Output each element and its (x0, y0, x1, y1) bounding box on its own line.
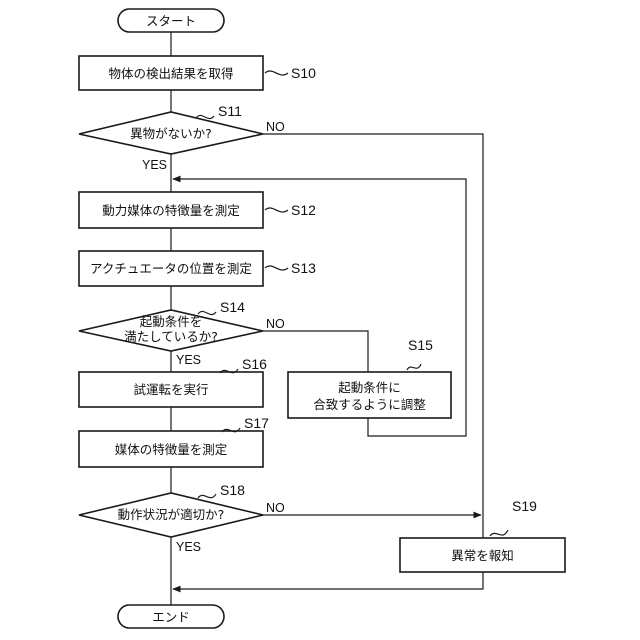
step-id-s10: S10 (291, 65, 316, 81)
connector-s14-no-s15 (263, 331, 368, 372)
leader-s19 (490, 530, 508, 536)
decision-s18: 動作状況が適切か? (79, 493, 263, 537)
step-id-s18: S18 (220, 482, 245, 498)
process-s13: アクチュエータの位置を測定 (79, 251, 263, 286)
leader-s13 (265, 266, 288, 270)
leader-s18 (198, 494, 216, 498)
decision-s14-label-line2: 満たしているか? (124, 329, 218, 344)
connector-s11-no-s19 (263, 134, 483, 538)
process-s16: 試運転を実行 (79, 372, 263, 407)
process-s12: 動力媒体の特徴量を測定 (79, 192, 263, 228)
step-id-s15: S15 (408, 337, 433, 353)
process-s15-label-line2: 合致するように調整 (313, 397, 426, 412)
process-s17-label: 媒体の特徴量を測定 (115, 442, 228, 457)
process-s19-label: 異常を報知 (451, 548, 514, 563)
step-id-s13: S13 (291, 260, 316, 276)
end-label: エンド (152, 610, 190, 625)
branch-yes-s18: YES (176, 540, 201, 554)
step-id-s12: S12 (291, 202, 316, 218)
step-id-s17: S17 (244, 415, 269, 431)
process-s15-label-line1: 起動条件に (338, 380, 401, 395)
decision-s14-label-line1: 起動条件を (140, 314, 203, 329)
step-id-s16: S16 (242, 356, 267, 372)
decision-s11-label: 異物がないか? (130, 126, 212, 141)
start-terminal: スタート (118, 9, 224, 32)
process-s13-label: アクチュエータの位置を測定 (90, 261, 252, 276)
decision-s18-label: 動作状況が適切か? (118, 507, 225, 522)
process-s10: 物体の検出結果を取得 (79, 56, 263, 90)
branch-no-s14: NO (266, 317, 285, 331)
decision-s14: 起動条件を 満たしているか? (79, 310, 263, 351)
process-s16-label: 試運転を実行 (133, 382, 208, 397)
end-terminal: エンド (118, 605, 224, 628)
process-s10-label: 物体の検出結果を取得 (108, 66, 233, 81)
leader-s12 (265, 208, 288, 212)
branch-yes-s11: YES (142, 158, 167, 172)
branch-yes-s14: YES (176, 353, 201, 367)
process-s19: 異常を報知 (400, 538, 565, 572)
process-s15: 起動条件に 合致するように調整 (288, 372, 451, 418)
connector-s19-return (173, 572, 483, 589)
branch-no-s11: NO (266, 120, 285, 134)
process-s17: 媒体の特徴量を測定 (79, 431, 263, 467)
step-id-s11: S11 (218, 103, 242, 119)
branch-no-s18: NO (266, 501, 285, 515)
step-id-s14: S14 (220, 299, 245, 315)
leader-s15 (407, 364, 421, 370)
step-id-s19: S19 (512, 498, 537, 514)
process-s12-label: 動力媒体の特徴量を測定 (102, 203, 240, 218)
start-label: スタート (146, 14, 196, 29)
leader-s10 (265, 71, 288, 75)
